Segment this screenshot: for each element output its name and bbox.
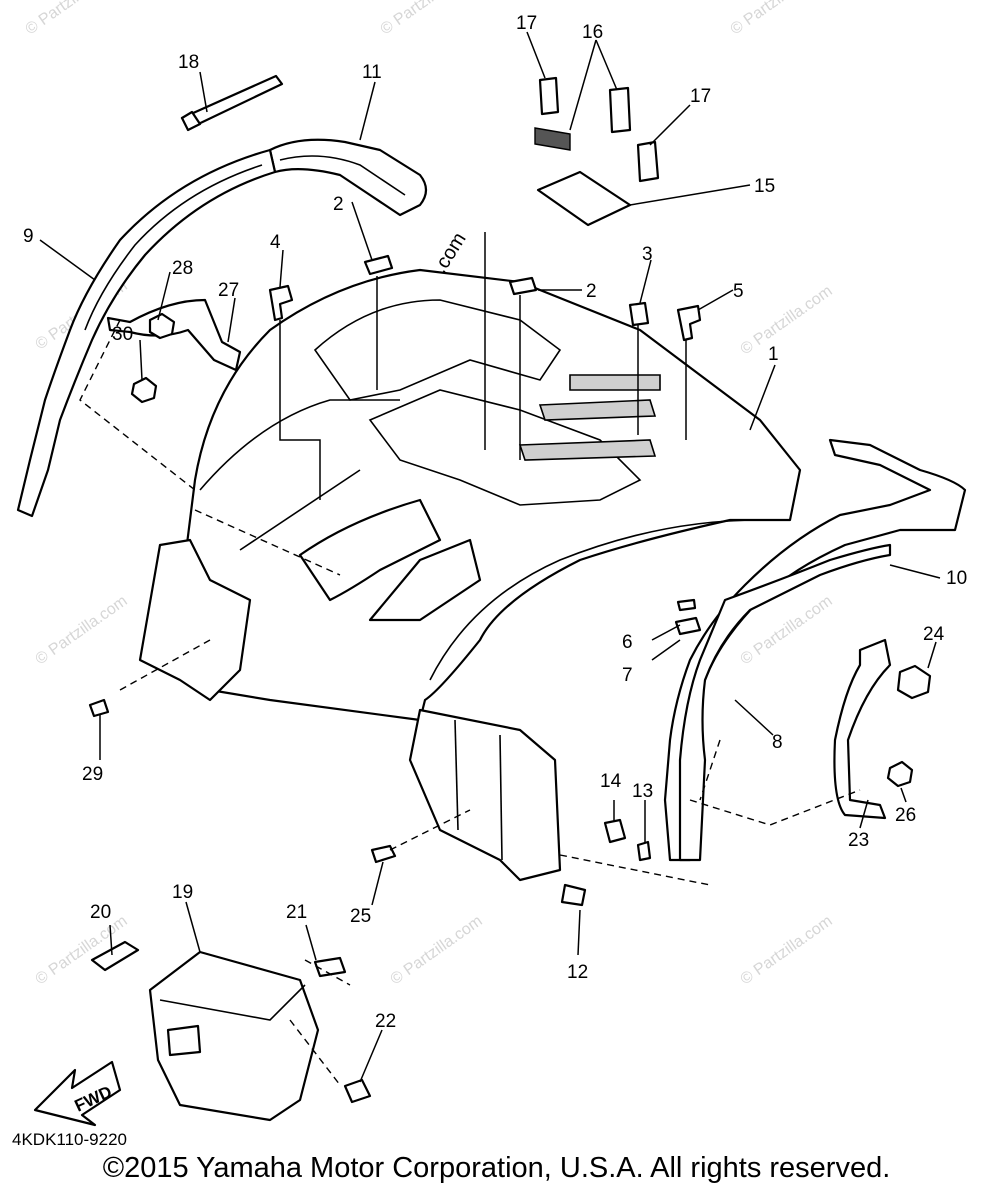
- callout-22: 22: [375, 1011, 396, 1032]
- tool-box: [90, 940, 372, 1122]
- callout-7: 7: [622, 665, 633, 686]
- watermark: © Partzilla.com: [378, 0, 476, 38]
- fasteners-top: [268, 254, 702, 636]
- callout-4: 4: [270, 232, 281, 253]
- callout-16: 16: [582, 22, 603, 43]
- fender-extension-right: [678, 543, 892, 862]
- callout-13: 13: [632, 781, 653, 802]
- callout-27: 27: [218, 280, 239, 301]
- watermark: © Partzilla.com: [728, 0, 826, 38]
- right-bracket: [833, 638, 932, 820]
- callout-12: 12: [567, 962, 588, 983]
- fwd-arrow-icon: FWD: [33, 1060, 122, 1127]
- callout-23: 23: [848, 830, 869, 851]
- callout-15: 15: [754, 176, 775, 197]
- callout-20: 20: [90, 902, 111, 923]
- watermark: © Partzilla.com: [738, 913, 836, 989]
- callout-10: 10: [946, 568, 967, 589]
- callout-2: 2: [333, 194, 344, 215]
- callout-26: 26: [895, 805, 916, 826]
- watermark: © Partzilla.com: [388, 913, 486, 989]
- left-bracket: [106, 298, 242, 404]
- callout-30: 30: [112, 324, 133, 345]
- watermark: © Partzilla.com: [33, 593, 131, 669]
- rear-fender-main: [138, 268, 802, 882]
- copyright-notice: ©2015 Yamaha Motor Corporation, U.S.A. A…: [102, 1152, 891, 1184]
- callouts: 1 2 2 3 4 5 6 7 8 9 10 11 12 13 14 15 16…: [23, 13, 967, 1032]
- diagram-code: 4KDK110-9220: [12, 1130, 127, 1149]
- callout-19: 19: [172, 882, 193, 903]
- watermark: © Partzilla.com: [23, 0, 121, 38]
- callout-28: 28: [172, 258, 193, 279]
- callout-24: 24: [923, 624, 945, 645]
- callout-6: 6: [622, 632, 633, 653]
- callout-leaders: [39, 31, 941, 1083]
- callout-8: 8: [772, 732, 783, 753]
- callout-14: 14: [600, 771, 622, 792]
- callout-29: 29: [82, 764, 103, 785]
- callout-17: 17: [516, 13, 537, 34]
- fasteners-bottom: [88, 698, 652, 907]
- callout-25: 25: [350, 906, 371, 927]
- flap-upper-left: [268, 138, 428, 217]
- watermark: © Partzilla.com: [738, 283, 836, 359]
- callout-18: 18: [178, 52, 199, 73]
- callout-17: 17: [690, 86, 711, 107]
- callout-5: 5: [733, 281, 744, 302]
- callout-9: 9: [23, 226, 34, 247]
- callout-21: 21: [286, 902, 307, 923]
- callout-11: 11: [362, 62, 382, 83]
- pads: [534, 76, 660, 227]
- callout-1: 1: [768, 344, 779, 365]
- callout-3: 3: [642, 244, 653, 265]
- callout-2: 2: [586, 281, 597, 302]
- strap-part: [180, 74, 284, 132]
- assembly-lines: [79, 232, 861, 1086]
- flap-left: [16, 148, 277, 518]
